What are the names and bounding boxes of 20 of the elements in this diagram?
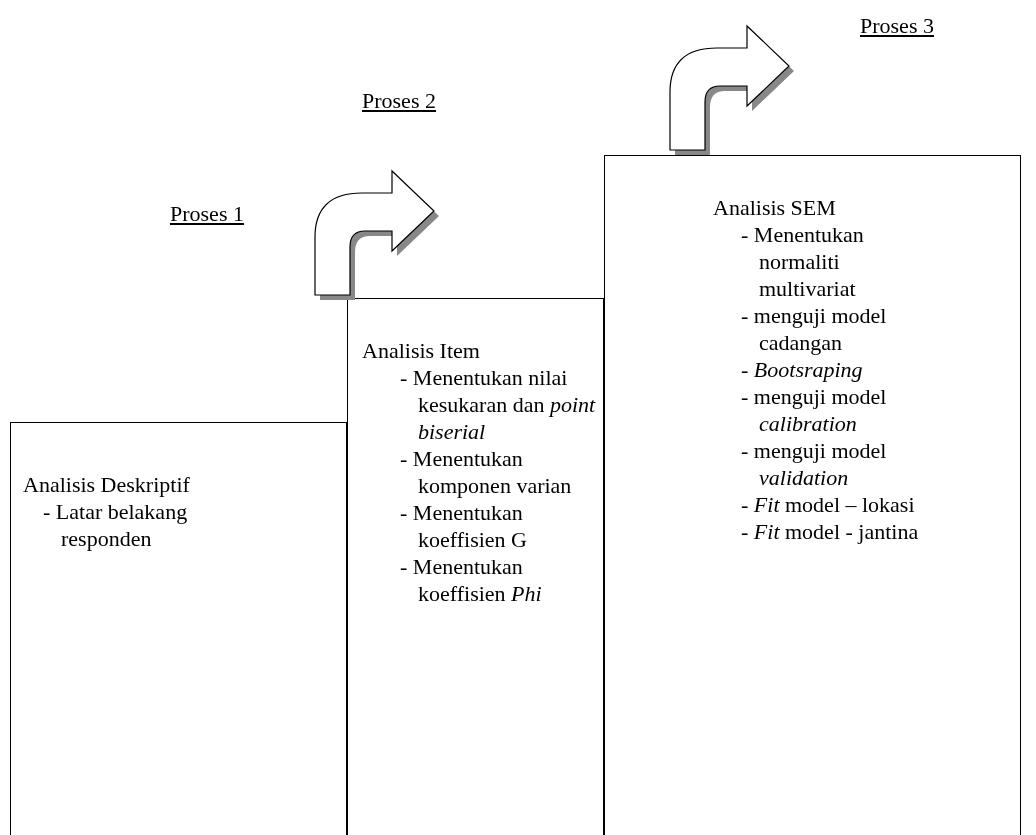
step-item: - Latar belakang responden (43, 498, 189, 552)
step-item: - Menentukan koeffisien Phi (400, 553, 543, 607)
step-heading: Analisis SEM (713, 194, 837, 221)
process-label: Proses 2 (362, 87, 436, 114)
step-heading: Analisis Item (362, 337, 481, 364)
step-item: - Menentukan komponen varian (400, 445, 573, 499)
step-box (604, 155, 1021, 835)
step-item: - Bootsraping (741, 356, 864, 383)
step-item: - menguji model calibration (741, 383, 888, 437)
step-item: - Fit model – lokasi (741, 491, 916, 518)
process-label: Proses 1 (170, 200, 244, 227)
step-box (10, 422, 347, 835)
step-item: - menguji model cadangan (741, 302, 888, 356)
step-item: - Menentukan normaliti multivariat (741, 221, 865, 302)
step-heading: Analisis Deskriptif (23, 471, 191, 498)
step-item: - Fit model - jantina (741, 518, 920, 545)
step-box (347, 298, 604, 835)
step-item: - Menentukan nilai kesukaran dan point biserial (400, 364, 597, 445)
step-item: - Menentukan koeffisien G (400, 499, 528, 553)
process-label: Proses 3 (860, 12, 934, 39)
